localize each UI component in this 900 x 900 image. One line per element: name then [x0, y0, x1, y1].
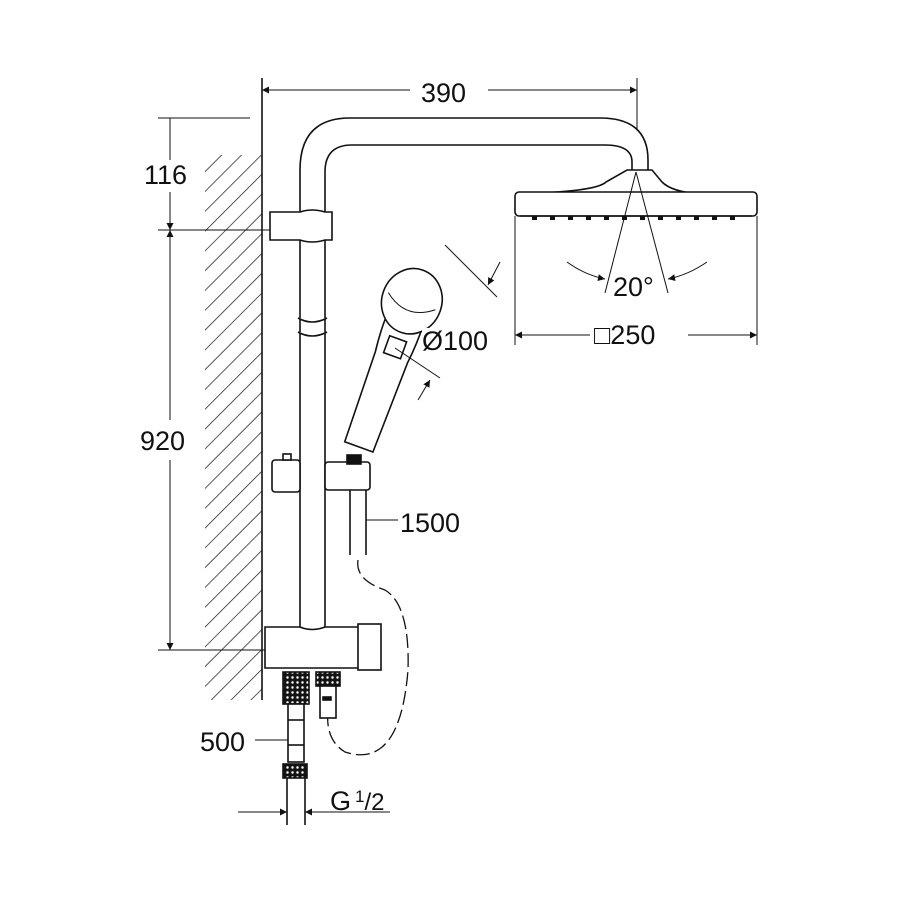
- thermostat-mixer: [264, 623, 382, 671]
- dimension-vertical: [158, 117, 272, 651]
- label-500: 500: [200, 727, 246, 757]
- wall-bracket: [269, 209, 333, 243]
- label-diameter-100: Ø100: [422, 326, 489, 356]
- dimension-100: [394, 244, 501, 401]
- hand-shower: [343, 267, 444, 454]
- label-20-degrees: 20°: [613, 272, 654, 302]
- thread-denominator: /2: [364, 789, 385, 816]
- label-920: 920: [140, 426, 186, 456]
- dimension-250: [514, 216, 758, 345]
- shower-rail: [297, 117, 649, 628]
- supply-connectors: [238, 671, 390, 825]
- label-250: □250: [594, 320, 656, 350]
- wall: [205, 78, 263, 700]
- thread-prefix: G: [330, 786, 352, 816]
- label-116: 116: [144, 160, 188, 190]
- thread-numerator: 1: [355, 787, 365, 806]
- shower-hose: [326, 490, 409, 756]
- head-shower: [514, 169, 758, 294]
- hand-shower-holder: [271, 453, 371, 493]
- label-1500: 1500: [400, 508, 461, 538]
- label-390: 390: [421, 78, 467, 108]
